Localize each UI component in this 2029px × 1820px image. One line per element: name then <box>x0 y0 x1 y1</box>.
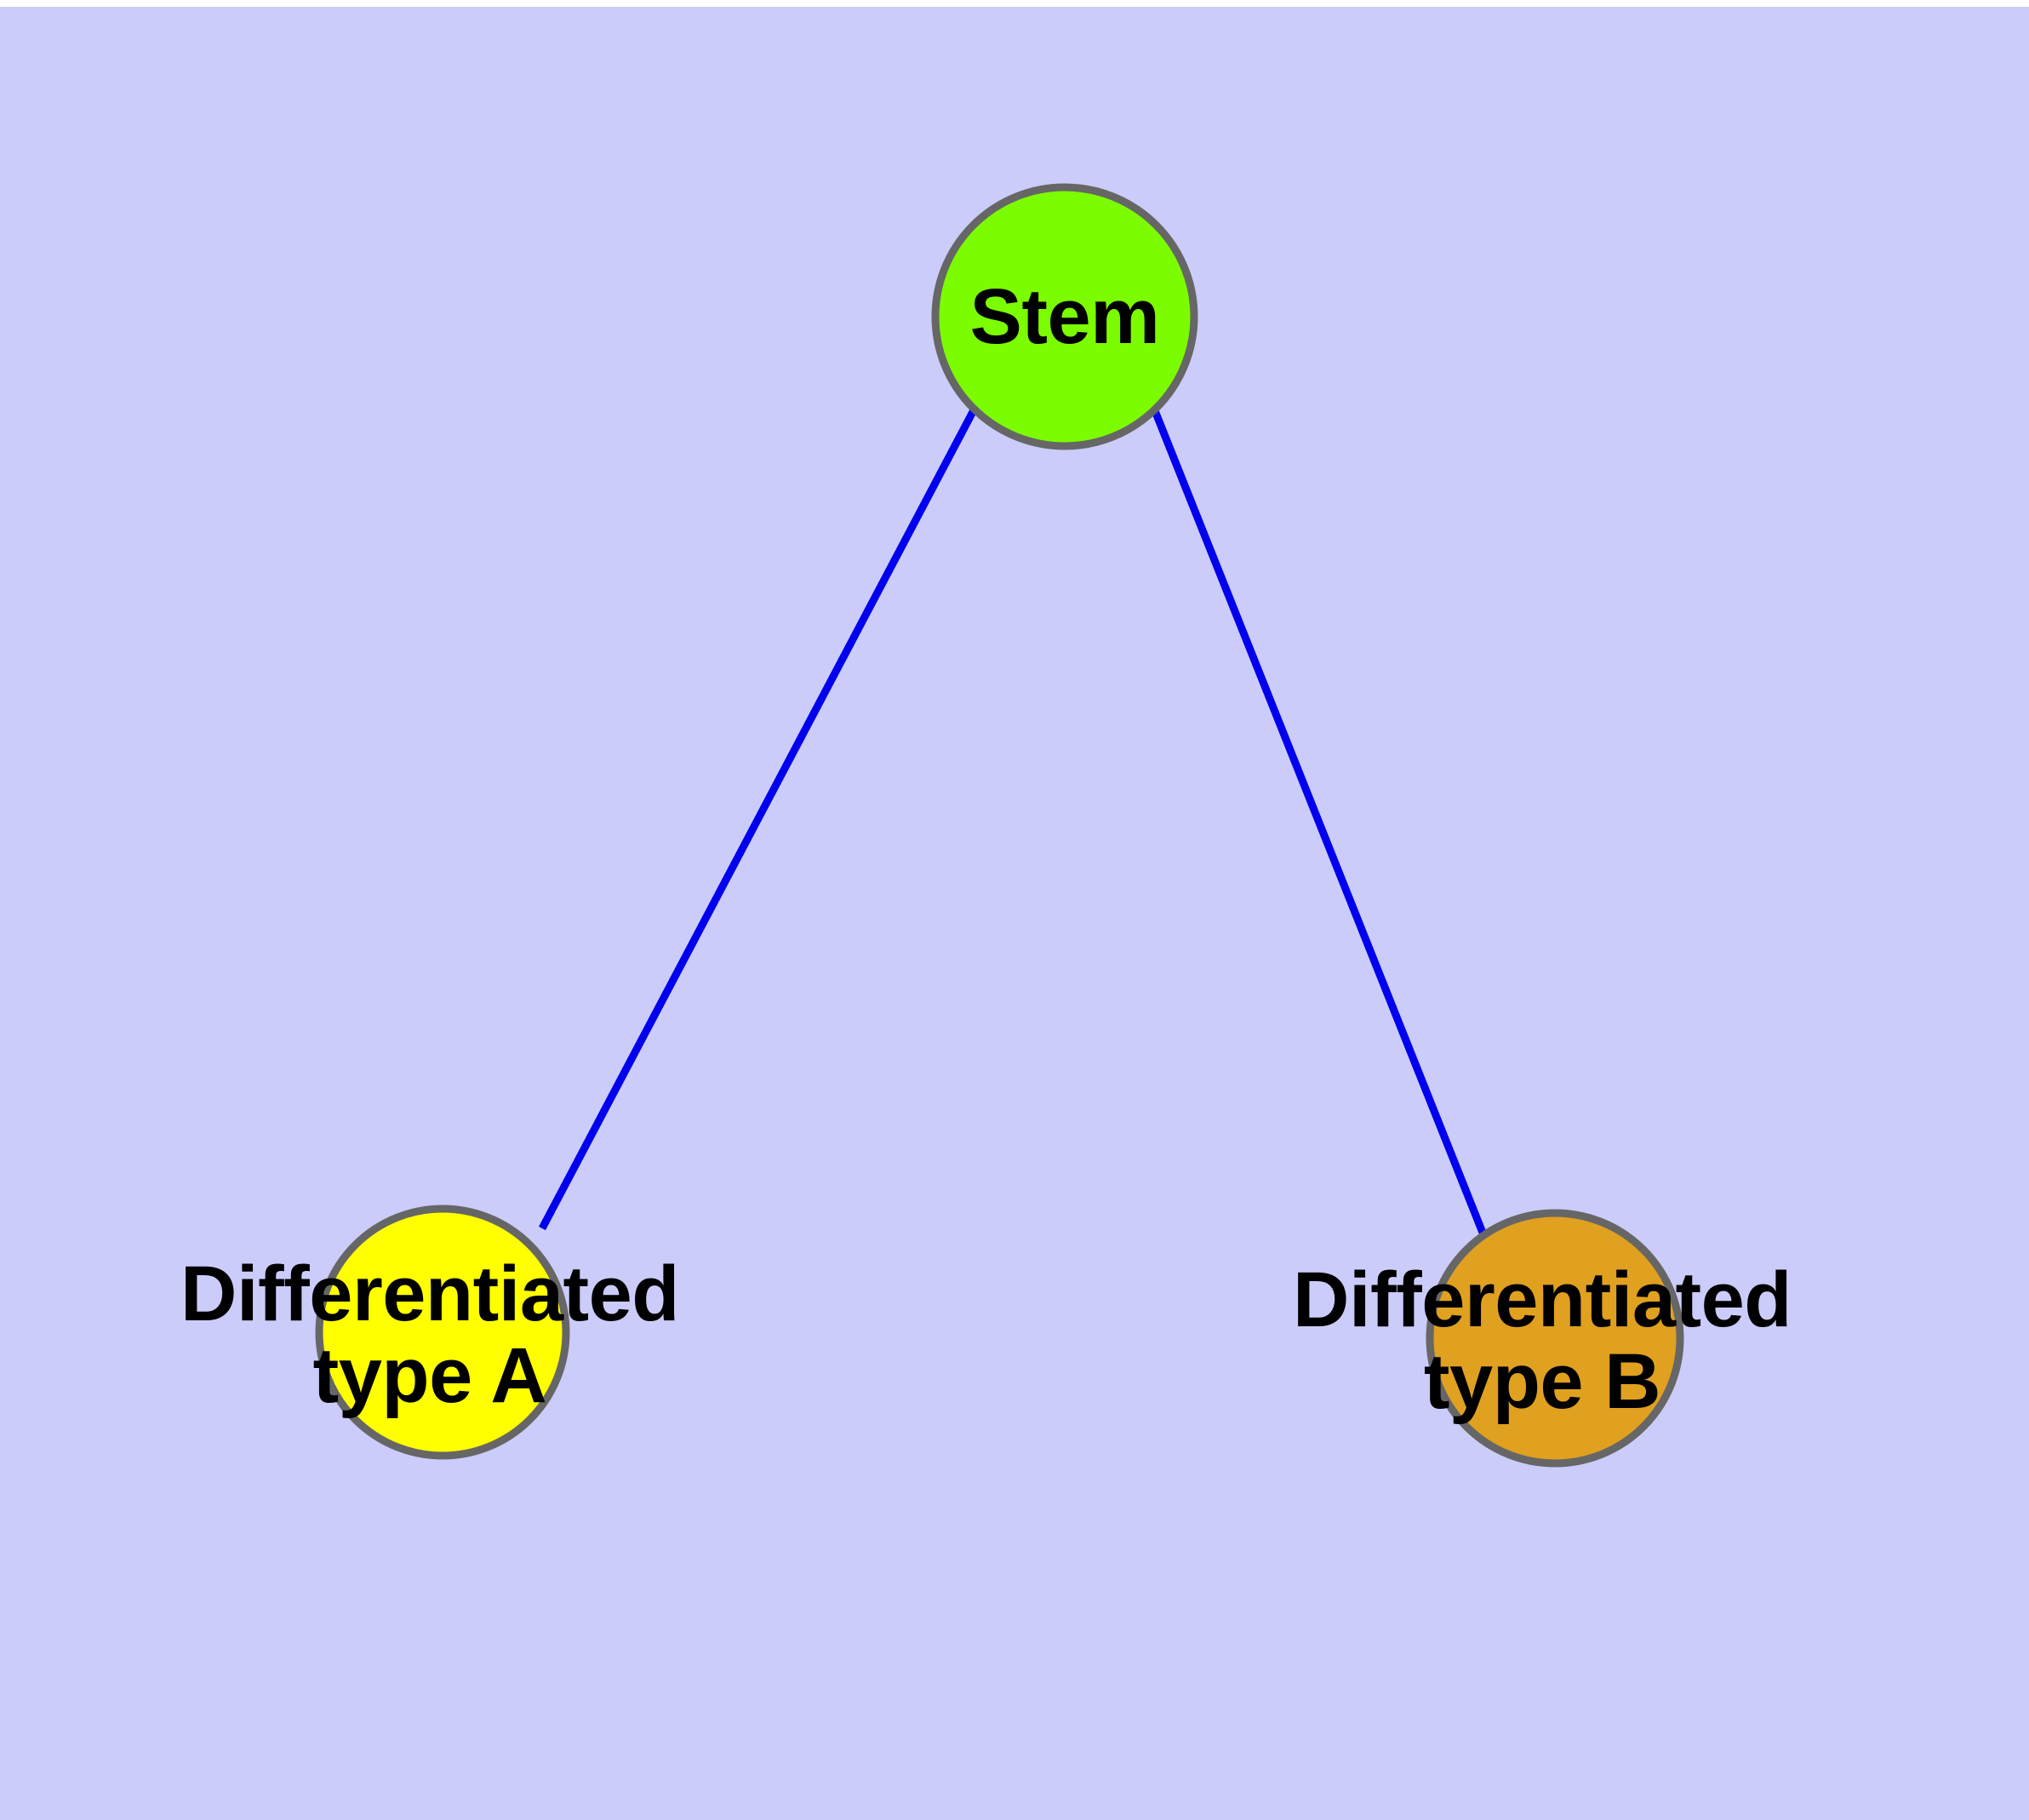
edge-stem-to-differentiated-type-b[interactable] <box>1150 407 1487 1234</box>
node-differentiated-type-a[interactable] <box>315 1205 570 1460</box>
canvas-top-margin <box>0 0 2029 7</box>
node-differentiated-type-b[interactable] <box>1426 1209 1684 1468</box>
edge-stem-to-differentiated-type-a[interactable] <box>539 406 978 1231</box>
node-stem[interactable] <box>931 183 1198 450</box>
